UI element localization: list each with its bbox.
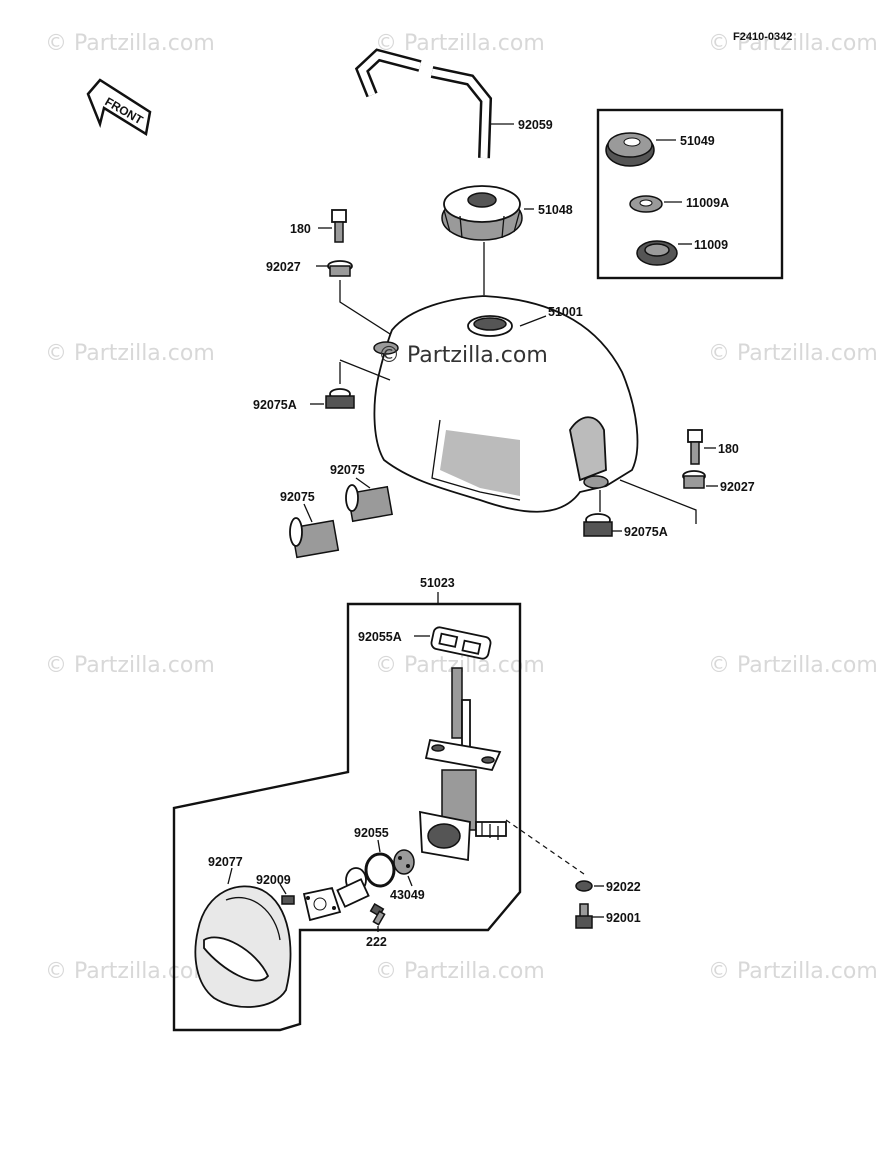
inset-cap [605,132,655,167]
bolt-right [687,429,703,465]
cover-plate [302,886,342,922]
fuel-cock-body [419,667,507,862]
inset-washer-a [629,195,663,213]
damper-left [325,388,355,409]
screw-plate [281,895,295,905]
part-label-oring: 92055 [354,826,389,840]
watermark: © Partzilla.com [45,959,215,984]
watermark: © Partzilla.com [45,653,215,678]
part-label-cap: 51048 [538,203,573,217]
knob [194,885,292,1008]
part-label-bolt-left: 180 [290,222,311,236]
collar-right [682,470,706,489]
part-label-damper-left: 92075A [253,398,297,412]
part-label-bolt-cock: 92001 [606,911,641,925]
bolt-cock [575,903,593,929]
part-label-gasket: 92055A [358,630,402,644]
watermark: © Partzilla.com [708,653,878,678]
watermark: © Partzilla.com [708,341,878,366]
part-label-knob: 92077 [208,855,243,869]
part-label-screw-plate: 92009 [256,873,291,887]
fuel-cap [441,185,523,241]
front-arrow-icon: FRONT [86,78,152,137]
damper-right [583,513,613,537]
part-label-sleeve-b: 92075 [330,463,365,477]
gasket [430,626,492,660]
bolt-left [331,209,347,243]
collar-left [327,260,353,277]
breather-hose [354,48,493,159]
screw-small [369,903,386,926]
part-label-inset-washer: 11009 [694,238,728,252]
fuel-cock-outline [172,602,522,1032]
inset-washer [636,240,678,266]
fuel-tank [373,295,639,513]
diaphragm [393,849,415,875]
part-label-screw-small: 222 [366,935,387,949]
part-label-washer: 92022 [606,880,641,894]
part-label-sleeve-a: 92075 [280,490,315,504]
sleeve-b [345,484,393,523]
part-label-inset-washer-a: 11009A [686,196,729,210]
part-label-hose: 92059 [518,118,553,132]
watermarks: © Partzilla.com © Partzilla.com © Partzi… [45,31,878,984]
oring [364,852,396,888]
part-label-fuel-cock: 51023 [420,576,455,590]
center-watermark: © Partzilla.com [378,343,548,368]
watermark: © Partzilla.com [708,31,878,56]
part-label-collar-left: 92027 [266,260,301,274]
sleeve-a [289,517,340,559]
watermark: © Partzilla.com [45,341,215,366]
figure-code: F2410-0342 [733,31,792,43]
valve-stem [336,867,370,908]
part-label-damper-right: 92075A [624,525,668,539]
washer [575,880,593,892]
watermark: © Partzilla.com [375,959,545,984]
part-label-inset-cap: 51049 [680,134,715,148]
part-label-tank: 51001 [548,305,583,319]
part-label-diaphragm: 43049 [390,888,425,902]
part-label-collar-right: 92027 [720,480,755,494]
watermark: © Partzilla.com [708,959,878,984]
part-label-bolt-right: 180 [718,442,739,456]
inset-box [596,108,784,280]
watermark: © Partzilla.com [375,31,545,56]
watermark: © Partzilla.com [45,31,215,56]
